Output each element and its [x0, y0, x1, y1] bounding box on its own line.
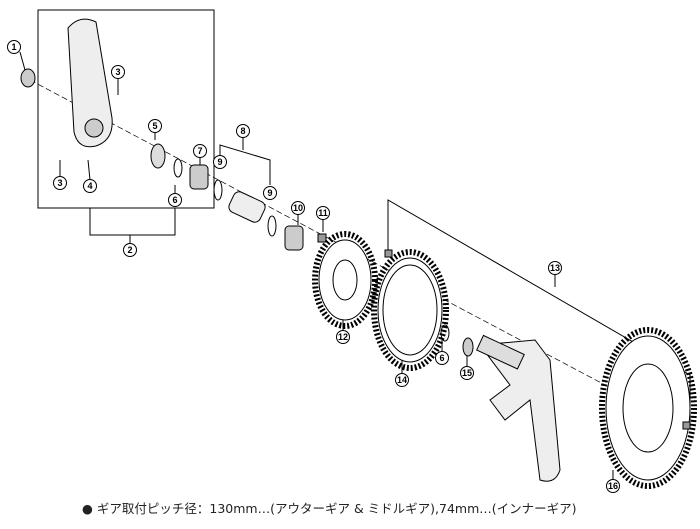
callout-5: 5	[148, 119, 162, 133]
callout-number: 13	[550, 263, 560, 273]
callout-3: 3	[53, 176, 67, 190]
part-8-sleeve	[228, 191, 266, 223]
callout-13: 13	[548, 261, 562, 275]
callout-circle	[548, 261, 562, 275]
left-crank-box	[37, 9, 215, 209]
callout-11: 11	[316, 206, 330, 220]
callout-circle	[291, 201, 305, 215]
callout-number: 9	[267, 188, 272, 198]
callout-number: 9	[217, 157, 222, 167]
callout-14: 14	[395, 373, 409, 387]
callout-9: 9	[213, 155, 227, 169]
callout-circle	[336, 330, 350, 344]
part-1-cap	[20, 68, 36, 88]
callout-circle	[193, 144, 207, 158]
callout-number: 5	[152, 121, 157, 131]
part-10-cup	[284, 225, 304, 251]
part-5-washer	[150, 143, 166, 169]
callout-number: 2	[127, 245, 132, 255]
callout-12: 12	[336, 330, 350, 344]
callout-6: 6	[168, 193, 182, 207]
callout-circle	[263, 186, 277, 200]
callout-3: 3	[111, 65, 125, 79]
callout-number: 15	[462, 368, 472, 378]
callout-15: 15	[460, 366, 474, 380]
callout-number: 8	[240, 126, 245, 136]
callout-10: 10	[291, 201, 305, 215]
callout-number: 12	[338, 332, 348, 342]
callout-number: 3	[115, 67, 120, 77]
bracket-8	[219, 144, 271, 185]
part-15-ring	[462, 337, 474, 357]
callout-number: 3	[57, 178, 62, 188]
callout-number: 6	[439, 353, 444, 363]
callout-circle	[148, 119, 162, 133]
callout-2: 2	[123, 243, 137, 257]
callout-circle	[168, 193, 182, 207]
callout-circle	[7, 40, 21, 54]
callout-circle	[236, 124, 250, 138]
callout-number: 7	[197, 146, 202, 156]
callout-circle	[83, 179, 97, 193]
part-7-cup	[189, 164, 209, 190]
callout-number: 4	[87, 181, 92, 191]
callout-circle	[123, 243, 137, 257]
callout-number: 14	[397, 375, 407, 385]
callout-circle	[606, 479, 620, 493]
right-crank-arm	[479, 339, 561, 482]
callout-16: 16	[606, 479, 620, 493]
callout-circle	[53, 176, 67, 190]
callout-number: 11	[318, 208, 328, 218]
callout-8: 8	[236, 124, 250, 138]
callout-number: 1	[11, 42, 16, 52]
callout-circle	[435, 351, 449, 365]
callout-4: 4	[83, 179, 97, 193]
callout-6: 6	[435, 351, 449, 365]
callout-7: 7	[193, 144, 207, 158]
left-crank-arm	[67, 18, 113, 148]
callout-circle	[316, 206, 330, 220]
bracket-2	[89, 208, 176, 236]
callout-circle	[460, 366, 474, 380]
chainring-14	[371, 249, 449, 371]
callout-circle	[111, 65, 125, 79]
spindle	[476, 334, 525, 370]
callout-1: 1	[7, 40, 21, 54]
part-11-bolt	[317, 233, 327, 243]
callout-9: 9	[263, 186, 277, 200]
callout-number: 10	[293, 203, 303, 213]
chainring-12	[312, 231, 378, 329]
callout-number: 6	[172, 195, 177, 205]
callout-number: 16	[608, 481, 618, 491]
callout-circle	[395, 373, 409, 387]
chainring-16	[599, 327, 697, 489]
callout-circle	[213, 155, 227, 169]
gear-pitch-caption: ● ギア取付ピッチ径：130mm…(アウターギア & ミドルギア),74mm…(…	[82, 501, 577, 516]
